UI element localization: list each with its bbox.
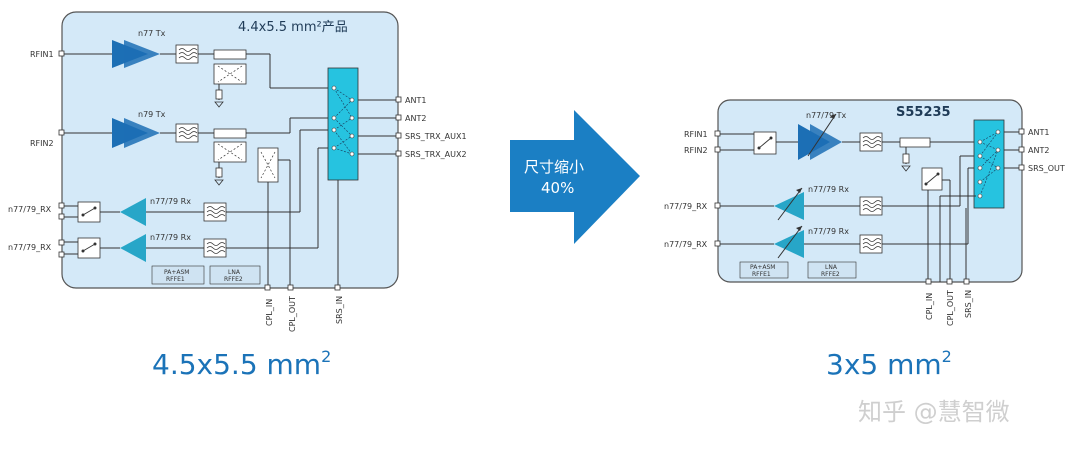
left-block2-line2: RFFE2	[224, 276, 243, 283]
right-pin-rx2: n77/79_RX	[664, 240, 708, 249]
right-pin-rfin1: RFIN1	[684, 130, 708, 139]
right-chip: S55235 RFIN1 RFIN2 n77/79_RX n77/79_RX n…	[664, 99, 1065, 326]
right-block2-line2: RFFE2	[821, 271, 840, 278]
left-block2-line1: LNA	[228, 269, 241, 276]
left-pin-rx2: n77/79_RX	[8, 243, 52, 252]
right-block2-line1: LNA	[825, 264, 838, 271]
right-pin-cpl-in: CPL_IN	[925, 293, 934, 320]
right-antenna-switch	[973, 119, 1005, 209]
right-pin-ant2: ANT2	[1028, 146, 1049, 155]
watermark: 知乎 @慧智微	[858, 398, 1010, 426]
right-pin-cpl-out: CPL_OUT	[946, 290, 955, 326]
arrow-line1: 尺寸缩小	[524, 158, 584, 176]
left-block1-line1: PA+ASM	[164, 269, 189, 276]
left-chip: 4.4x5.5 mm²产品 RFIN1 RFIN2 n77/79_RX n77/…	[8, 11, 467, 332]
left-pin-srs-aux2: SRS_TRX_AUX2	[405, 150, 467, 159]
left-pin-srs-aux1: SRS_TRX_AUX1	[405, 132, 467, 141]
right-rx2-label: n77/79 Rx	[808, 227, 849, 236]
rx2-label: n77/79 Rx	[150, 233, 191, 242]
right-pin-rx1: n77/79_RX	[664, 202, 708, 211]
arrow-line2: 40%	[541, 179, 574, 197]
right-pin-rfin2: RFIN2	[684, 146, 708, 155]
left-size-label: 4.5x5.5 mm2	[152, 347, 331, 381]
lna-amp-1	[120, 198, 146, 226]
right-pin-ant1: ANT1	[1028, 128, 1049, 137]
right-pin-srs-in: SRS_IN	[964, 290, 973, 318]
right-chip-title: S55235	[896, 105, 951, 120]
left-pin-ant2: ANT2	[405, 114, 426, 123]
reduction-arrow: 尺寸缩小 40%	[510, 110, 640, 244]
lna-amp-2	[120, 234, 146, 262]
rx1-label: n77/79 Rx	[150, 197, 191, 206]
left-pin-cpl-out: CPL_OUT	[288, 296, 297, 332]
n79-tx-label: n79 Tx	[138, 110, 166, 119]
left-pin-rx1: n77/79_RX	[8, 205, 52, 214]
left-pin-ant1: ANT1	[405, 96, 426, 105]
right-size-label: 3x5 mm2	[826, 347, 952, 381]
left-pin-rfin1: RFIN1	[30, 50, 54, 59]
left-pin-rfin2: RFIN2	[30, 139, 54, 148]
left-block1-line2: RFFE1	[166, 276, 185, 283]
right-rx1-label: n77/79 Rx	[808, 185, 849, 194]
left-pin-cpl-in: CPL_IN	[265, 299, 274, 326]
right-tx-label: n77/79 Tx	[806, 111, 847, 120]
right-block1-line1: PA+ASM	[750, 264, 775, 271]
n77-tx-label: n77 Tx	[138, 29, 166, 38]
left-pin-srs-in: SRS_IN	[335, 296, 344, 324]
left-chip-title: 4.4x5.5 mm²产品	[238, 20, 348, 35]
right-pin-srs-out: SRS_OUT	[1028, 164, 1065, 173]
right-block1-line2: RFFE1	[752, 271, 771, 278]
